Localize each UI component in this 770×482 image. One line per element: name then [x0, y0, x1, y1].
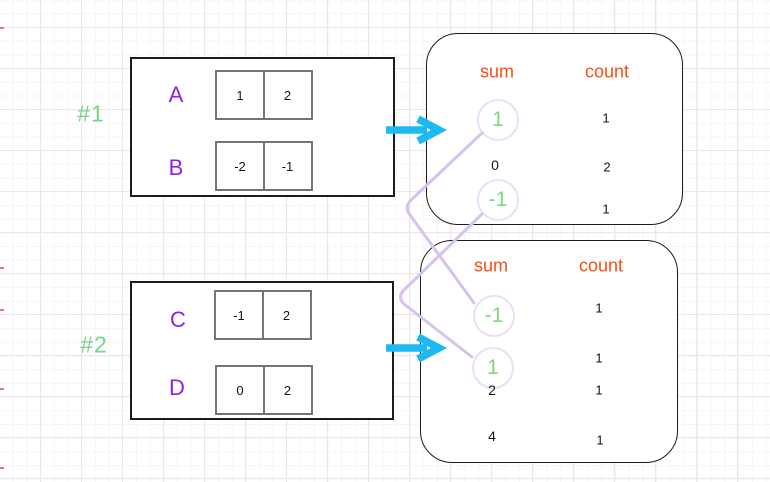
array-cell: 2	[261, 290, 312, 340]
grid-edge-mark	[0, 388, 4, 390]
sum-value: 4	[488, 428, 496, 444]
sum-value: 2	[488, 382, 496, 398]
array-cell: 0	[215, 365, 265, 415]
sum-header: sum	[479, 61, 515, 82]
array-c-cells: -1 2	[214, 290, 312, 340]
highlight-ring	[472, 347, 514, 389]
count-header: count	[584, 61, 630, 82]
array-c-label: C	[170, 307, 186, 332]
grid-edge-mark	[0, 267, 4, 269]
highlight-ring	[477, 99, 519, 141]
count-value: 1	[595, 382, 603, 398]
count-value: 1	[595, 350, 603, 366]
array-cell: -1	[214, 290, 264, 340]
example-2-label[interactable]: #2	[80, 331, 108, 358]
example-2-arrays-box[interactable]: C -1 2 D 0 2	[130, 281, 394, 420]
array-cell: 2	[262, 70, 313, 120]
count-value: 1	[596, 432, 604, 448]
example-1-label[interactable]: #1	[77, 100, 105, 127]
array-cell: -2	[215, 141, 265, 191]
grid-edge-mark	[0, 27, 4, 29]
array-d-cells: 0 2	[215, 365, 313, 415]
array-cell: 2	[262, 365, 313, 415]
sum-value: 1	[487, 356, 499, 379]
sum-value: 0	[491, 157, 499, 173]
example-1-arrays-box[interactable]: A 1 2 B -2 -1	[130, 57, 395, 197]
sum-value: -1	[484, 304, 504, 327]
array-cell: -1	[262, 141, 313, 191]
count-value: 1	[602, 110, 610, 126]
count-value: 1	[602, 201, 610, 217]
array-d-label: D	[169, 375, 185, 400]
count-value: 1	[595, 300, 603, 316]
count-header: count	[578, 255, 624, 276]
array-cell: 1	[215, 70, 265, 120]
sum-value: 1	[492, 108, 504, 131]
example-1-sum-table[interactable]: sum count 1 1 0 2 -1 1	[426, 33, 683, 225]
grid-edge-mark	[0, 467, 4, 469]
sum-value: -1	[488, 188, 508, 211]
count-value: 2	[603, 159, 611, 175]
array-b-label: B	[168, 155, 184, 180]
grid-edge-mark	[0, 309, 4, 311]
array-a-cells: 1 2	[215, 70, 313, 120]
example-2-sum-table[interactable]: sum count -1 1 1 1 2 1 4 1	[420, 240, 678, 463]
array-b-cells: -2 -1	[215, 141, 313, 191]
sum-header: sum	[473, 255, 509, 276]
array-a-label: A	[168, 82, 184, 107]
